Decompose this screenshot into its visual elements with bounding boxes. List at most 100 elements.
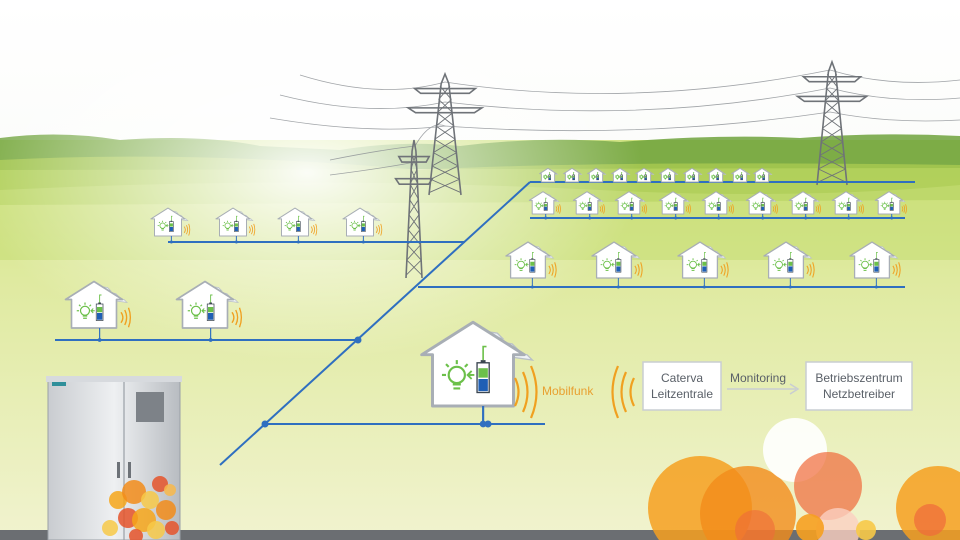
grid-junctions xyxy=(261,336,492,428)
battery-icon xyxy=(803,201,808,211)
signal-wave-icon xyxy=(772,204,778,214)
lightbulb-icon xyxy=(514,258,528,271)
house-icon xyxy=(701,191,734,220)
battery-icon xyxy=(296,220,301,232)
house-icon xyxy=(677,241,729,289)
decorative-bubbles xyxy=(648,418,960,540)
lightbulb-icon xyxy=(534,201,543,210)
battery-icon xyxy=(95,302,104,321)
signal-wave-icon xyxy=(892,262,901,278)
battery-icon xyxy=(572,174,575,181)
house-icon xyxy=(763,241,815,289)
grid-trunk-line xyxy=(219,181,531,466)
power-pylon-icon xyxy=(394,139,434,279)
signal-wave-icon xyxy=(599,204,605,214)
house-icon xyxy=(563,167,583,183)
house-icon xyxy=(342,207,383,244)
battery-icon xyxy=(234,220,239,232)
signal-wave-icon xyxy=(641,204,647,214)
lightbulb-icon xyxy=(880,201,889,210)
house-icon xyxy=(659,167,679,183)
house-icon xyxy=(658,191,691,220)
house-icon xyxy=(64,280,132,342)
house-icon xyxy=(611,167,631,183)
power-pylon-icon xyxy=(405,71,485,196)
lightbulb-icon xyxy=(620,201,629,210)
house-icon xyxy=(277,207,318,244)
betriebszentrum-box: Betriebszentrum Netzbetreiber xyxy=(805,361,913,411)
battery-icon xyxy=(716,174,719,181)
house-icon xyxy=(587,167,607,183)
house-icon xyxy=(874,191,907,220)
signal-wave-icon xyxy=(231,307,243,328)
ground-strip xyxy=(0,530,960,540)
house-icon xyxy=(175,280,243,342)
house-icon xyxy=(591,241,643,289)
signal-wave-icon xyxy=(555,204,561,214)
signal-wave-icon xyxy=(720,262,729,278)
house-icon xyxy=(707,167,727,183)
signal-wave-icon xyxy=(685,204,691,214)
battery-icon xyxy=(615,258,622,273)
house-icon xyxy=(505,241,557,289)
house-icon xyxy=(745,191,778,220)
house-icon xyxy=(420,320,535,428)
battery-icon xyxy=(787,258,794,273)
signal-wave-icon xyxy=(120,307,132,328)
house-icon xyxy=(831,191,864,220)
battery-icon xyxy=(596,174,599,181)
leitzentrale-box: Caterva Leitzentrale xyxy=(642,361,722,411)
battery-icon xyxy=(668,174,671,181)
lightbulb-icon xyxy=(578,201,587,210)
betrieb-line2: Netzbetreiber xyxy=(823,387,895,401)
signal-wave-icon xyxy=(514,365,538,419)
house-icon xyxy=(683,167,703,183)
power-pylons xyxy=(394,59,869,279)
signal-wave-icon xyxy=(548,262,557,278)
signal-wave-icon xyxy=(806,262,815,278)
battery-icon xyxy=(760,201,765,211)
leitzentrale-line1: Caterva xyxy=(661,371,703,385)
battery-icon xyxy=(740,174,743,181)
signal-wave-icon xyxy=(901,204,907,214)
signal-wave-icon xyxy=(728,204,734,214)
signal-wave-icon xyxy=(310,223,318,236)
battery-icon xyxy=(548,174,551,181)
lightbulb-icon xyxy=(858,258,872,271)
power-pylon-icon xyxy=(795,59,869,186)
battery-icon xyxy=(587,201,592,211)
battery-icon xyxy=(169,220,174,232)
battery-icon xyxy=(701,258,708,273)
monitoring-label: Monitoring xyxy=(730,371,786,385)
house-icon xyxy=(215,207,256,244)
battery-icon xyxy=(361,220,366,232)
battery-icon xyxy=(629,201,634,211)
cabinet-decor xyxy=(102,476,179,540)
leitzentrale-line2: Leitzentrale xyxy=(651,387,713,401)
battery-icon xyxy=(543,201,548,211)
battery-icon xyxy=(673,201,678,211)
battery-icon xyxy=(206,302,215,321)
battery-icon xyxy=(846,201,851,211)
battery-icon xyxy=(873,258,880,273)
lightbulb-icon xyxy=(284,220,295,231)
battery-icon xyxy=(762,174,765,181)
house-icon xyxy=(539,167,559,183)
house-icon xyxy=(849,241,901,289)
battery-icon xyxy=(476,360,490,394)
battery-icon xyxy=(644,174,647,181)
lightbulb-icon xyxy=(794,201,803,210)
battery-icon xyxy=(889,201,894,211)
battery-icon xyxy=(692,174,695,181)
house-icon xyxy=(572,191,605,220)
signal-wave-icon xyxy=(858,204,864,214)
overhead-wires xyxy=(269,69,960,176)
house-icon xyxy=(788,191,821,220)
signal-wave-icon xyxy=(634,262,643,278)
mobilfunk-label: Mobilfunk xyxy=(542,384,594,398)
lightbulb-icon xyxy=(837,201,846,210)
signal-wave-icon xyxy=(815,204,821,214)
house-icon xyxy=(614,191,647,220)
signal-wave-icon xyxy=(248,223,256,236)
